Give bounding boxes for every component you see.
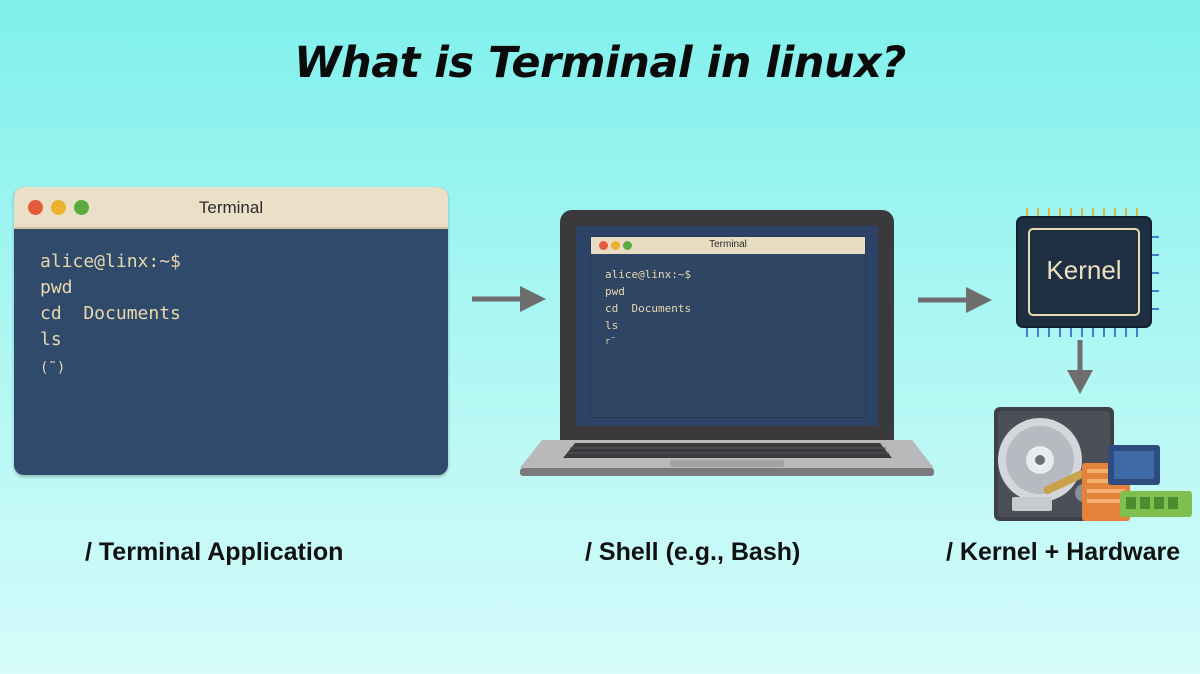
kernel-label: Kernel [1046, 255, 1122, 285]
laptop-terminal-window: Terminal alice@linx:~$ pwd cd Documents … [590, 236, 866, 418]
kernel-chip: Kernel [1005, 205, 1165, 340]
terminal-line: ls [40, 329, 62, 350]
arrow-down-icon [1067, 340, 1093, 394]
page-title: What is Terminal in linux? [294, 38, 906, 88]
laptop-terminal-body: alice@linx:~$ pwd cd Documents ls r˜ [591, 254, 865, 351]
arrow-right-icon [472, 286, 546, 312]
laptop-display: Terminal alice@linx:~$ pwd cd Documents … [576, 226, 878, 426]
close-dot-icon [599, 241, 608, 250]
laptop-terminal-line: ls [605, 319, 619, 332]
laptop-terminal-titlebar: Terminal [591, 237, 865, 254]
terminal-line: pwd [40, 277, 73, 298]
chip-icon [1016, 208, 1159, 337]
terminal-titlebar: Terminal [14, 187, 448, 229]
laptop-terminal-line: cd Documents [605, 302, 692, 315]
laptop-screen: Terminal alice@linx:~$ pwd cd Documents … [560, 210, 894, 442]
hardware-icon [994, 407, 1192, 521]
laptop-terminal-title: Terminal [709, 239, 747, 250]
laptop-terminal-cursor: r˜ [605, 337, 616, 347]
close-dot-icon [28, 200, 43, 215]
maximize-dot-icon [74, 200, 89, 215]
terminal-line: alice@linx:~$ [40, 251, 181, 272]
maximize-dot-icon [623, 241, 632, 250]
label-shell: / Shell (e.g., Bash) [585, 538, 801, 566]
terminal-line: cd Documents [40, 303, 181, 324]
terminal-body: alice@linx:~$ pwd cd Documents ls (˜) [14, 229, 448, 381]
laptop-keyboard-base [520, 440, 934, 476]
laptop-terminal-line: alice@linx:~$ [605, 268, 692, 281]
label-kernel-hardware: / Kernel + Hardware [946, 538, 1181, 566]
terminal-window-title: Terminal [198, 198, 264, 217]
laptop-terminal-line: pwd [605, 285, 625, 298]
label-terminal-application: / Terminal Application [85, 538, 344, 566]
arrow-right-icon [918, 287, 992, 313]
minimize-dot-icon [51, 200, 66, 215]
minimize-dot-icon [611, 241, 620, 250]
terminal-window: Terminal alice@linx:~$ pwd cd Documents … [14, 187, 448, 475]
terminal-cursor: (˜) [40, 360, 66, 376]
